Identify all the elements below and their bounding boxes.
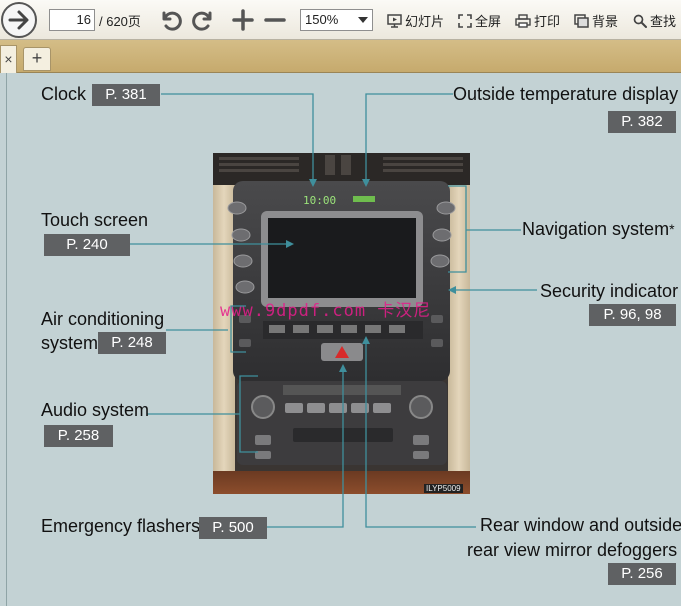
- outside-temp-page-ref[interactable]: P. 382: [608, 111, 676, 133]
- back-button[interactable]: [1, 2, 37, 38]
- page-number-input[interactable]: 16: [49, 9, 95, 31]
- background-icon: [574, 13, 589, 28]
- air-conditioning-label-line2: system: [41, 333, 99, 353]
- slideshow-icon: [387, 13, 402, 28]
- plus-icon: [232, 9, 254, 31]
- find-button[interactable]: 查找: [633, 11, 676, 30]
- clock-page-ref[interactable]: P. 381: [92, 84, 160, 106]
- emergency-page-ref[interactable]: P. 500: [199, 517, 267, 539]
- air-conditioning-label-line1: Air conditioning: [41, 309, 165, 329]
- audio-page-ref[interactable]: P. 258: [44, 425, 113, 447]
- zoom-select[interactable]: 150%: [300, 9, 373, 31]
- navigation-label-text: Navigation system: [522, 219, 670, 239]
- tab-strip: × +: [0, 40, 681, 73]
- emergency-label: Emergency flashers: [41, 516, 201, 536]
- new-tab-button[interactable]: +: [23, 47, 51, 71]
- close-tab-button[interactable]: ×: [0, 45, 17, 73]
- rotate-right-button[interactable]: [190, 6, 218, 34]
- watermark-text: www.9dpdf.com 卡汉尼: [220, 301, 432, 321]
- navigation-label: Navigation system*: [522, 218, 675, 240]
- clock-label: Clock: [41, 84, 87, 104]
- security-label: Security indicator: [540, 281, 679, 301]
- printer-icon: [515, 13, 531, 28]
- zoom-out-button[interactable]: [261, 6, 289, 34]
- outside-temp-label: Outside temperature display: [453, 84, 679, 104]
- search-icon: [633, 14, 647, 28]
- print-label: 打印: [534, 14, 561, 29]
- audio-label: Audio system: [41, 400, 150, 420]
- rear-window-label-line1: Rear window and outside: [480, 515, 681, 535]
- dashboard-photo: 10:00: [213, 153, 470, 494]
- touch-screen-page-ref[interactable]: P. 240: [44, 234, 130, 256]
- zoom-value: 150%: [305, 12, 339, 27]
- toolbar: 16 / 620页 150%: [0, 0, 681, 40]
- dashboard-illustration: 10:00: [213, 153, 470, 494]
- background-label: 背景: [592, 14, 619, 29]
- rotate-right-icon: [192, 11, 212, 31]
- security-page-ref[interactable]: P. 96, 98: [589, 304, 676, 326]
- slideshow-label: 幻灯片: [405, 14, 445, 29]
- minus-icon: [264, 18, 286, 22]
- zoom-in-button[interactable]: [229, 6, 257, 34]
- background-button[interactable]: 背景: [574, 11, 618, 30]
- rotate-left-button[interactable]: [156, 6, 184, 34]
- navigation-footnote-star: *: [669, 221, 675, 237]
- rear-window-label-line2: rear view mirror defoggers: [467, 540, 678, 560]
- fullscreen-label: 全屏: [475, 14, 502, 29]
- page-total-label: / 620页: [99, 14, 141, 29]
- fullscreen-button[interactable]: 全屏: [458, 11, 501, 30]
- chevron-down-icon: [358, 17, 368, 23]
- arrow-right-icon: [8, 10, 29, 30]
- photo-code: ILYP5009: [424, 484, 463, 493]
- fullscreen-icon: [458, 13, 472, 28]
- rotate-left-icon: [162, 11, 182, 31]
- find-label: 查找: [650, 14, 677, 29]
- touch-screen-label: Touch screen: [41, 210, 149, 230]
- photo-clock-readout: 10:00: [303, 194, 336, 207]
- page-edge: [6, 73, 7, 606]
- air-conditioning-page-ref[interactable]: P. 248: [98, 332, 166, 354]
- rear-window-page-ref[interactable]: P. 256: [608, 563, 676, 585]
- slideshow-button[interactable]: 幻灯片: [387, 11, 444, 30]
- print-button[interactable]: 打印: [515, 11, 560, 30]
